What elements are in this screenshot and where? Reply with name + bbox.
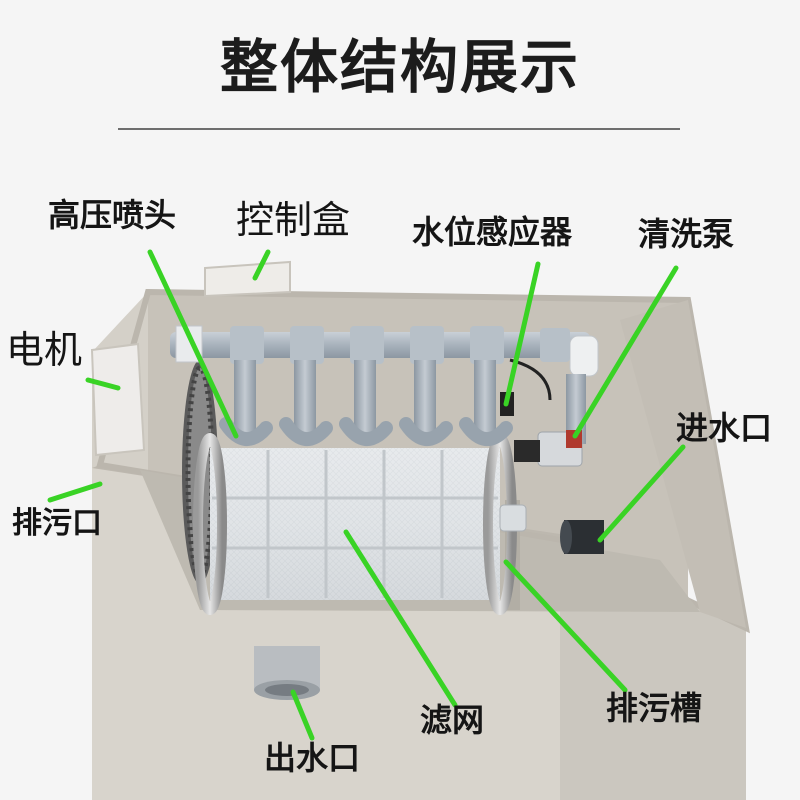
label-cleaning-pump: 清洗泵	[638, 215, 735, 253]
label-drain-outlet: 排污口	[12, 506, 102, 541]
label-level-sensor: 水位感应器	[412, 213, 573, 251]
pointer-outlet	[290, 689, 315, 741]
outlet-pipe	[254, 646, 320, 700]
pointer-motor	[85, 377, 121, 391]
label-filter-screen: 滤网	[420, 701, 485, 739]
label-inlet: 进水口	[676, 409, 773, 447]
spray-manifold	[170, 325, 599, 377]
pointer-cleaning-pump	[572, 265, 679, 439]
inlet-pipe	[560, 520, 604, 554]
label-motor: 电机	[6, 328, 83, 372]
label-nozzle: 高压喷头	[48, 196, 177, 234]
pointer-filter-screen	[343, 529, 458, 708]
control-box	[204, 260, 291, 298]
pointer-nozzle	[147, 249, 239, 439]
label-control-box: 控制盒	[236, 198, 351, 242]
page-title: 整体结构展示	[219, 33, 580, 101]
motor-housing	[90, 342, 146, 457]
label-sewage-trough: 排污槽	[606, 689, 703, 727]
label-outlet: 出水口	[264, 739, 361, 777]
pointer-drain-outlet	[47, 481, 103, 503]
spray-nozzles	[219, 360, 513, 446]
pointer-control-box	[252, 249, 271, 281]
pointer-level-sensor	[503, 261, 541, 407]
pointer-inlet	[597, 444, 686, 543]
title-divider	[118, 128, 680, 130]
pointer-sewage-trough	[503, 559, 628, 693]
filter-drum	[193, 433, 527, 615]
